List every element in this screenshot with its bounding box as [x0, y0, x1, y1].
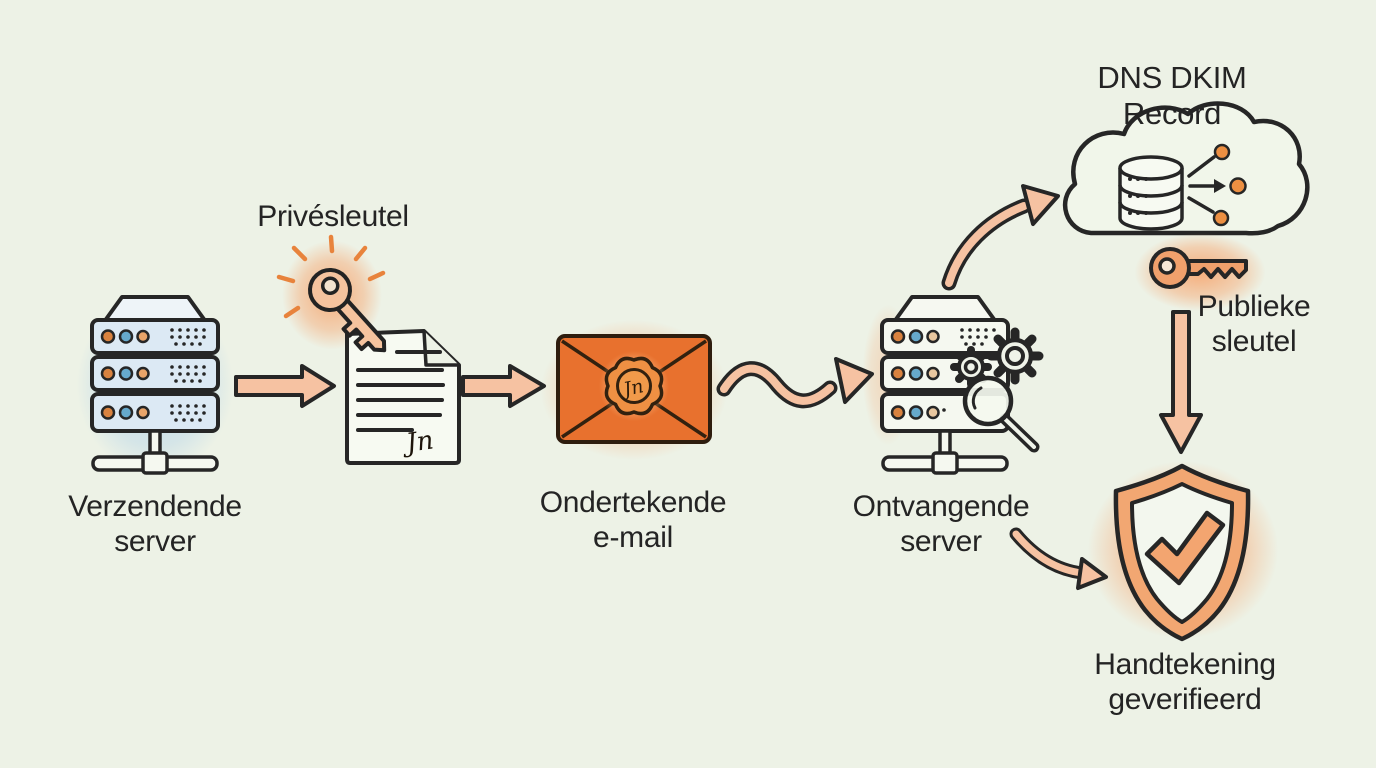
private-key-icon [276, 234, 387, 353]
public-key-icon [1149, 247, 1248, 289]
checkmark [1144, 510, 1226, 586]
gears-icon [950, 327, 1044, 388]
magnifier-icon [962, 375, 1040, 453]
arrow-document-to-email [461, 364, 546, 408]
sending-server-icon [90, 295, 220, 475]
dns-dkim-record-label: DNS DKIM Record [1097, 60, 1247, 131]
sparkle-rays [276, 234, 386, 319]
sealed-envelope-icon: Jn [556, 334, 712, 444]
signed-email-label: Ondertekende e-mail [539, 486, 727, 554]
database-icon [1118, 155, 1184, 231]
arrow-publickey-to-shield [1159, 310, 1203, 454]
arrow-server-to-document [234, 364, 336, 408]
signature-verified-label: Handtekening geverifieerd [1094, 648, 1276, 716]
vent-dots [942, 328, 996, 412]
sending-server-label: Verzendende server [68, 490, 242, 558]
receiving-server-label: Ontvangende server [852, 490, 1030, 558]
signed-document-icon: Jn [345, 329, 461, 465]
dns-cloud-icon [1062, 101, 1310, 236]
shield-check-icon [1113, 463, 1251, 642]
private-key-label: Privésleutel [257, 200, 409, 233]
wavy-arrow-email-to-server [716, 357, 874, 409]
curved-arrow-server-to-dns [941, 184, 1060, 291]
network-branch-icon [1187, 143, 1247, 227]
curved-arrow-server-to-shield [1009, 527, 1108, 590]
public-key-label: Publieke sleutel [1197, 290, 1311, 358]
document-text-lines [356, 350, 445, 432]
vent-dots [170, 328, 206, 422]
